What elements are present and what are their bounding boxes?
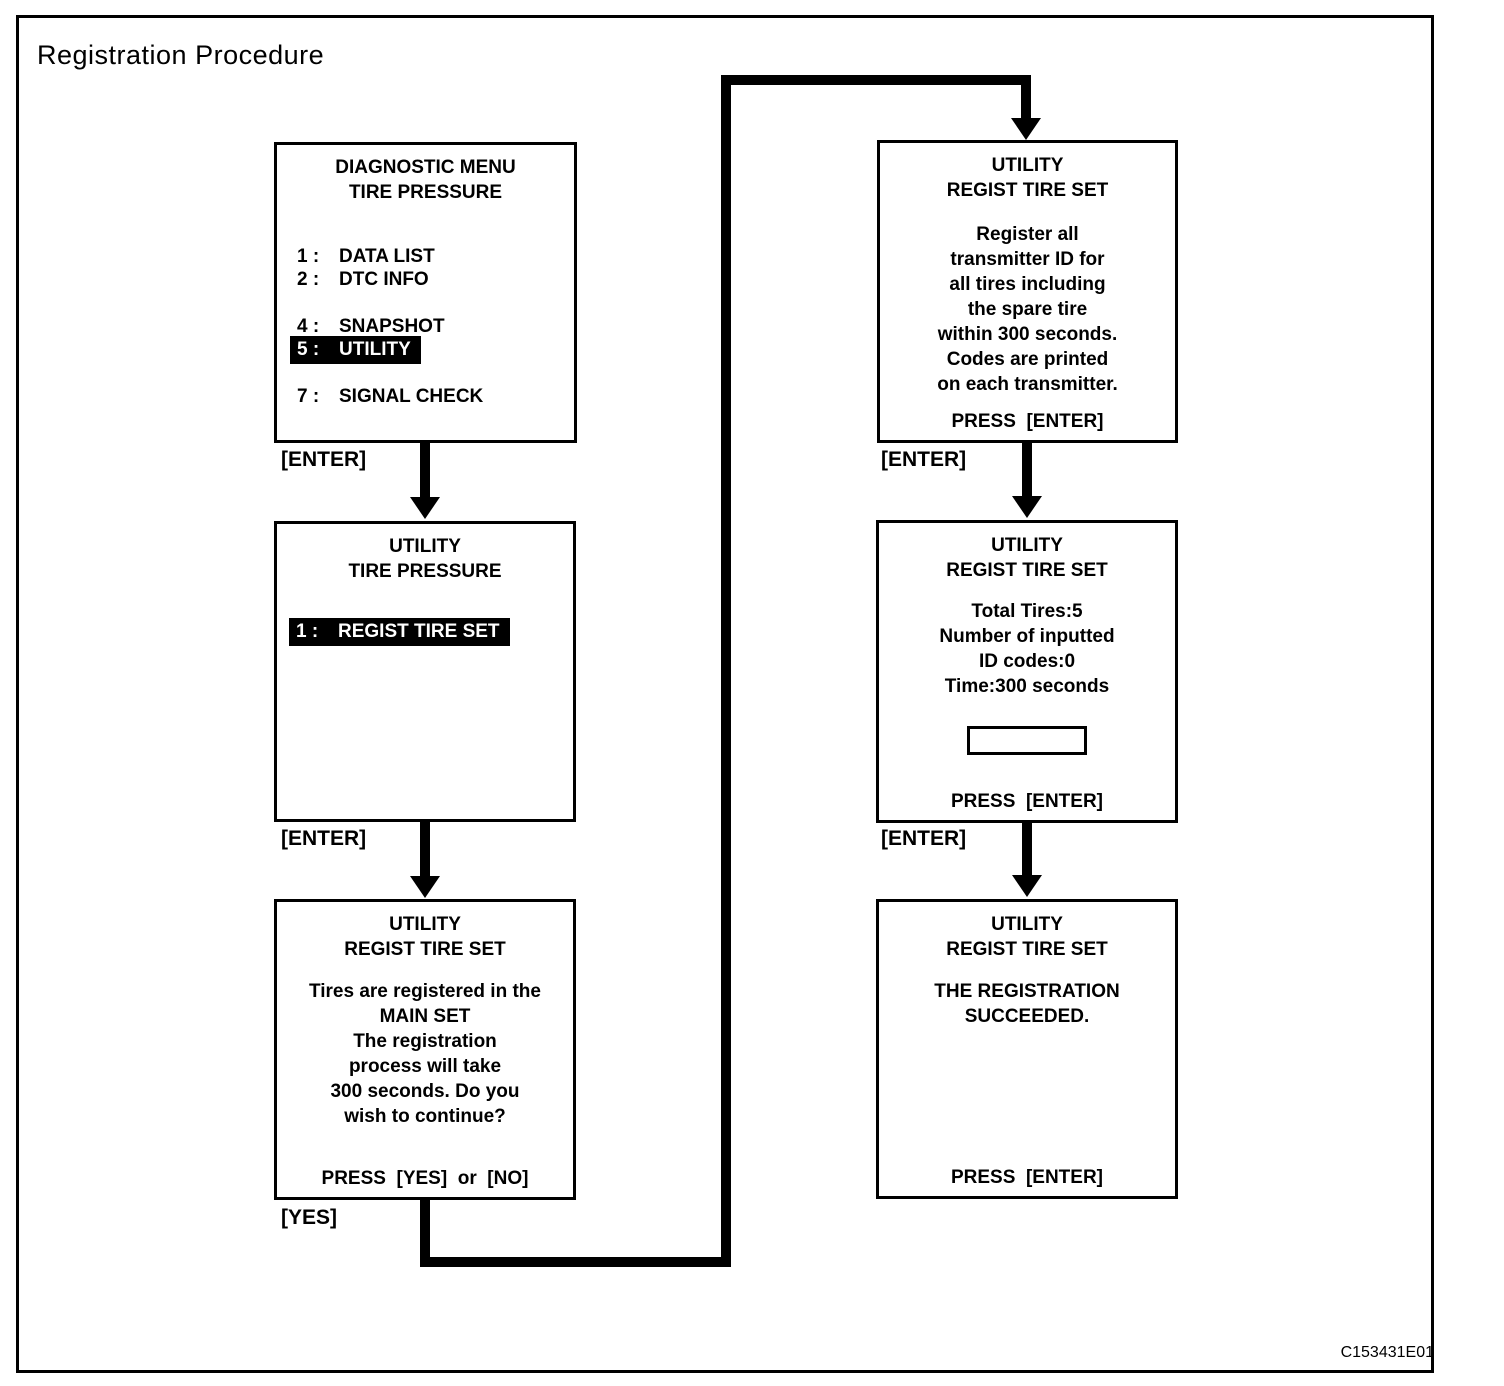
arrow-diagnostic-to-utility — [420, 443, 430, 499]
menu-item-number: 1 : — [297, 246, 320, 267]
enter-key-label: [ENTER] — [881, 448, 967, 471]
screen-title-line1: UTILITY — [389, 536, 461, 557]
body-line: on each transmitter. — [937, 374, 1118, 395]
screen-confirm: UTILITY REGIST TIRE SET Tires are registe… — [274, 899, 576, 1200]
body-line: Tires are registered in the — [309, 981, 541, 1002]
body-line: process will take — [348, 1056, 502, 1077]
body-line: ID codes:0 — [978, 651, 1076, 672]
enter-key-label: [ENTER] — [281, 448, 367, 471]
menu-item-number: 2 : — [297, 269, 320, 290]
figure-code: C153431E01 — [1340, 1344, 1434, 1361]
screen-confirm-body: Tires are registered in the MAIN SET The… — [277, 979, 573, 1129]
menu-item-number: 4 : — [297, 316, 320, 337]
body-line: wish to continue? — [344, 1106, 506, 1127]
body-line: Codes are printed — [946, 349, 1109, 370]
screen-progress-body: Total Tires:5 Number of inputted ID code… — [879, 599, 1175, 699]
menu-item-label: DTC INFO — [339, 269, 429, 290]
screen-diagnostic-menu-title: DIAGNOSTIC MENU TIRE PRESSURE — [277, 155, 574, 205]
enter-key-label: [ENTER] — [281, 827, 367, 850]
body-line: THE REGISTRATION — [934, 981, 1120, 1002]
arrow-utility-to-confirm — [420, 822, 430, 878]
menu-item-number: 1 : — [296, 621, 319, 642]
press-yes-or-no: PRESS [YES] or [NO] — [321, 1168, 529, 1189]
menu-item-signal-check: 7 : SIGNAL CHECK — [297, 385, 483, 408]
body-line: within 300 seconds. — [937, 324, 1118, 345]
body-line: SUCCEEDED. — [964, 1006, 1090, 1027]
screen-title-line1: DIAGNOSTIC MENU — [335, 157, 516, 178]
screen-title-line2: TIRE PRESSURE — [348, 561, 502, 582]
arrow-down-icon — [1012, 875, 1042, 897]
screen-title-line2: REGIST TIRE SET — [946, 939, 1108, 960]
screen-title-line2: REGIST TIRE SET — [946, 560, 1108, 581]
body-line: the spare tire — [967, 299, 1088, 320]
screen-title-line1: UTILITY — [389, 914, 461, 935]
screen-progress-title: UTILITY REGIST TIRE SET — [879, 533, 1175, 583]
screen-title-line1: UTILITY — [991, 914, 1063, 935]
press-enter: PRESS [ENTER] — [950, 1167, 1104, 1188]
screen-title-line1: UTILITY — [991, 535, 1063, 556]
screen-success-title: UTILITY REGIST TIRE SET — [879, 912, 1175, 962]
diagram-border — [16, 15, 1434, 1373]
screen-utility-menu: UTILITY TIRE PRESSURE 1 : REGIST TIRE SET — [274, 521, 576, 822]
screen-success-body: THE REGISTRATION SUCCEEDED. — [879, 979, 1175, 1029]
connector-drop-segment — [1021, 80, 1031, 120]
body-line: 300 seconds. Do you — [330, 1081, 520, 1102]
screen-register-info-body: Register all transmitter ID for all tire… — [880, 222, 1175, 397]
menu-item-label: SIGNAL CHECK — [339, 386, 484, 407]
arrow-down-icon — [410, 497, 440, 519]
menu-item-data-list: 1 : DATA LIST — [297, 245, 435, 268]
press-enter: PRESS [ENTER] — [950, 791, 1104, 812]
arrow-down-icon — [410, 876, 440, 898]
body-line: transmitter ID for — [950, 249, 1105, 270]
menu-item-utility-highlighted: 5 : UTILITY — [290, 336, 421, 364]
screen-diagnostic-menu: DIAGNOSTIC MENU TIRE PRESSURE 1 : DATA LIS… — [274, 142, 577, 443]
screen-confirm-title: UTILITY REGIST TIRE SET — [277, 912, 573, 962]
screen-title-line1: UTILITY — [991, 155, 1064, 176]
progress-input-box — [967, 726, 1087, 755]
press-enter: PRESS [ENTER] — [951, 411, 1104, 432]
menu-item-dtc-info: 2 : DTC INFO — [297, 268, 429, 291]
menu-item-label: DATA LIST — [339, 246, 435, 267]
body-line: The registration — [353, 1031, 497, 1052]
screen-success: UTILITY REGIST TIRE SET THE REGISTRATION … — [876, 899, 1178, 1199]
menu-item-snapshot: 4 : SNAPSHOT — [297, 315, 445, 338]
menu-item-regist-tire-set-highlighted: 1 : REGIST TIRE SET — [289, 618, 510, 646]
connector-top-horizontal-segment — [721, 75, 1031, 85]
page-title: Registration Procedure — [37, 40, 325, 70]
menu-item-number: 5 : — [297, 339, 320, 360]
arrow-down-icon — [1011, 118, 1041, 140]
connector-bottom-horizontal-segment — [420, 1257, 731, 1267]
menu-item-number: 7 : — [297, 386, 320, 407]
screen-utility-menu-title: UTILITY TIRE PRESSURE — [277, 534, 573, 584]
screen-title-line2: REGIST TIRE SET — [946, 180, 1109, 201]
screen-title-line2: TIRE PRESSURE — [348, 182, 503, 203]
body-line: Total Tires:5 — [971, 601, 1083, 622]
arrow-register-to-progress — [1022, 443, 1032, 498]
body-line: Number of inputted — [939, 626, 1115, 647]
body-line: MAIN SET — [379, 1006, 471, 1027]
screen-register-info-title: UTILITY REGIST TIRE SET — [880, 153, 1175, 203]
connector-confirm-down-segment — [420, 1200, 430, 1267]
enter-key-label: [ENTER] — [881, 827, 967, 850]
body-line: Time:300 seconds — [944, 676, 1110, 697]
body-line: Register all — [976, 224, 1079, 245]
arrow-down-icon — [1012, 496, 1042, 518]
connector-vertical-riser-segment — [721, 75, 731, 1267]
body-line: all tires including — [949, 274, 1106, 295]
screen-progress: UTILITY REGIST TIRE SET Total Tires:5 Num… — [876, 520, 1178, 823]
screen-title-line2: REGIST TIRE SET — [344, 939, 506, 960]
screen-register-info: UTILITY REGIST TIRE SET Register all tran… — [877, 140, 1178, 443]
yes-key-label: [YES] — [281, 1206, 338, 1229]
menu-item-label: UTILITY — [339, 339, 411, 360]
menu-item-label: SNAPSHOT — [339, 316, 445, 337]
menu-item-label: REGIST TIRE SET — [338, 621, 500, 642]
arrow-progress-to-success — [1022, 823, 1032, 877]
